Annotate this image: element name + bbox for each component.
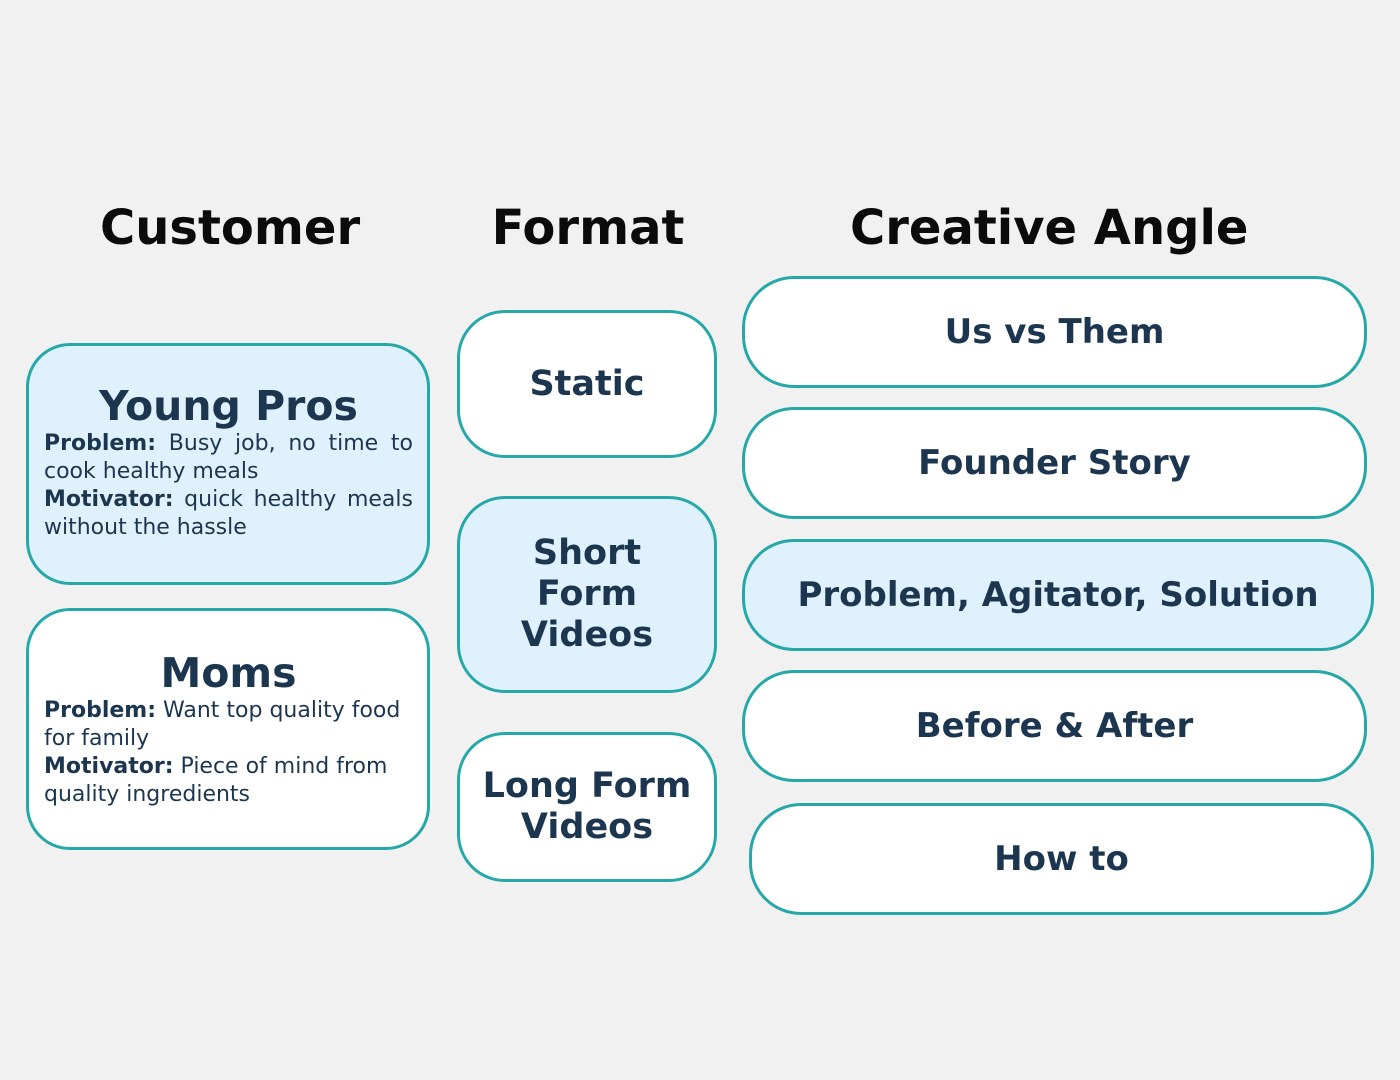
customer-motivator: Motivator: quick healthy meals without t… — [44, 486, 413, 542]
format-heading: Format — [491, 200, 685, 256]
format-label: Short Form Videos — [520, 533, 654, 655]
angle-box-us-vs-them: Us vs Them — [742, 276, 1367, 388]
customer-heading: Customer — [100, 200, 361, 256]
angle-box-before-after: Before & After — [742, 670, 1367, 782]
angle-label: Before & After — [915, 705, 1194, 746]
angle-box-how-to: How to — [749, 803, 1374, 915]
customer-box-moms: Moms Problem: Want top quality food for … — [26, 608, 430, 850]
motivator-label: Motivator: — [44, 487, 174, 512]
angle-label: Problem, Agitator, Solution — [797, 574, 1319, 615]
angle-box-problem-agitator-solution: Problem, Agitator, Solution — [742, 539, 1374, 651]
motivator-label: Motivator: — [44, 754, 174, 779]
angle-box-founder-story: Founder Story — [742, 407, 1367, 519]
angle-label: How to — [994, 838, 1129, 879]
angle-label: Us vs Them — [944, 311, 1165, 352]
customer-problem: Problem: Busy job, no time to cook healt… — [44, 430, 413, 486]
format-box-static: Static — [457, 310, 717, 458]
problem-label: Problem: — [44, 698, 157, 723]
angle-label: Founder Story — [918, 442, 1191, 483]
creative-angle-heading: Creative Angle — [850, 200, 1249, 256]
motivator-text: quick healthy meals without the hassle — [44, 487, 413, 540]
customer-box-young-pros: Young Pros Problem: Busy job, no time to… — [26, 343, 430, 585]
motivator-text: Piece of mind from quality ingredients — [44, 754, 388, 807]
format-box-short-form-videos: Short Form Videos — [457, 496, 717, 693]
format-box-long-form-videos: Long Form Videos — [457, 732, 717, 882]
customer-problem: Problem: Want top quality food for famil… — [44, 697, 413, 753]
customer-title: Moms — [160, 649, 297, 697]
problem-label: Problem: — [44, 431, 157, 456]
problem-text: Want top quality food for family — [44, 698, 401, 751]
format-label: Long Form Videos — [482, 766, 692, 847]
customer-title: Young Pros — [99, 382, 358, 430]
customer-motivator: Motivator: Piece of mind from quality in… — [44, 753, 413, 809]
problem-text: Busy job, no time to cook healthy meals — [44, 431, 413, 484]
format-label: Static — [529, 363, 645, 404]
